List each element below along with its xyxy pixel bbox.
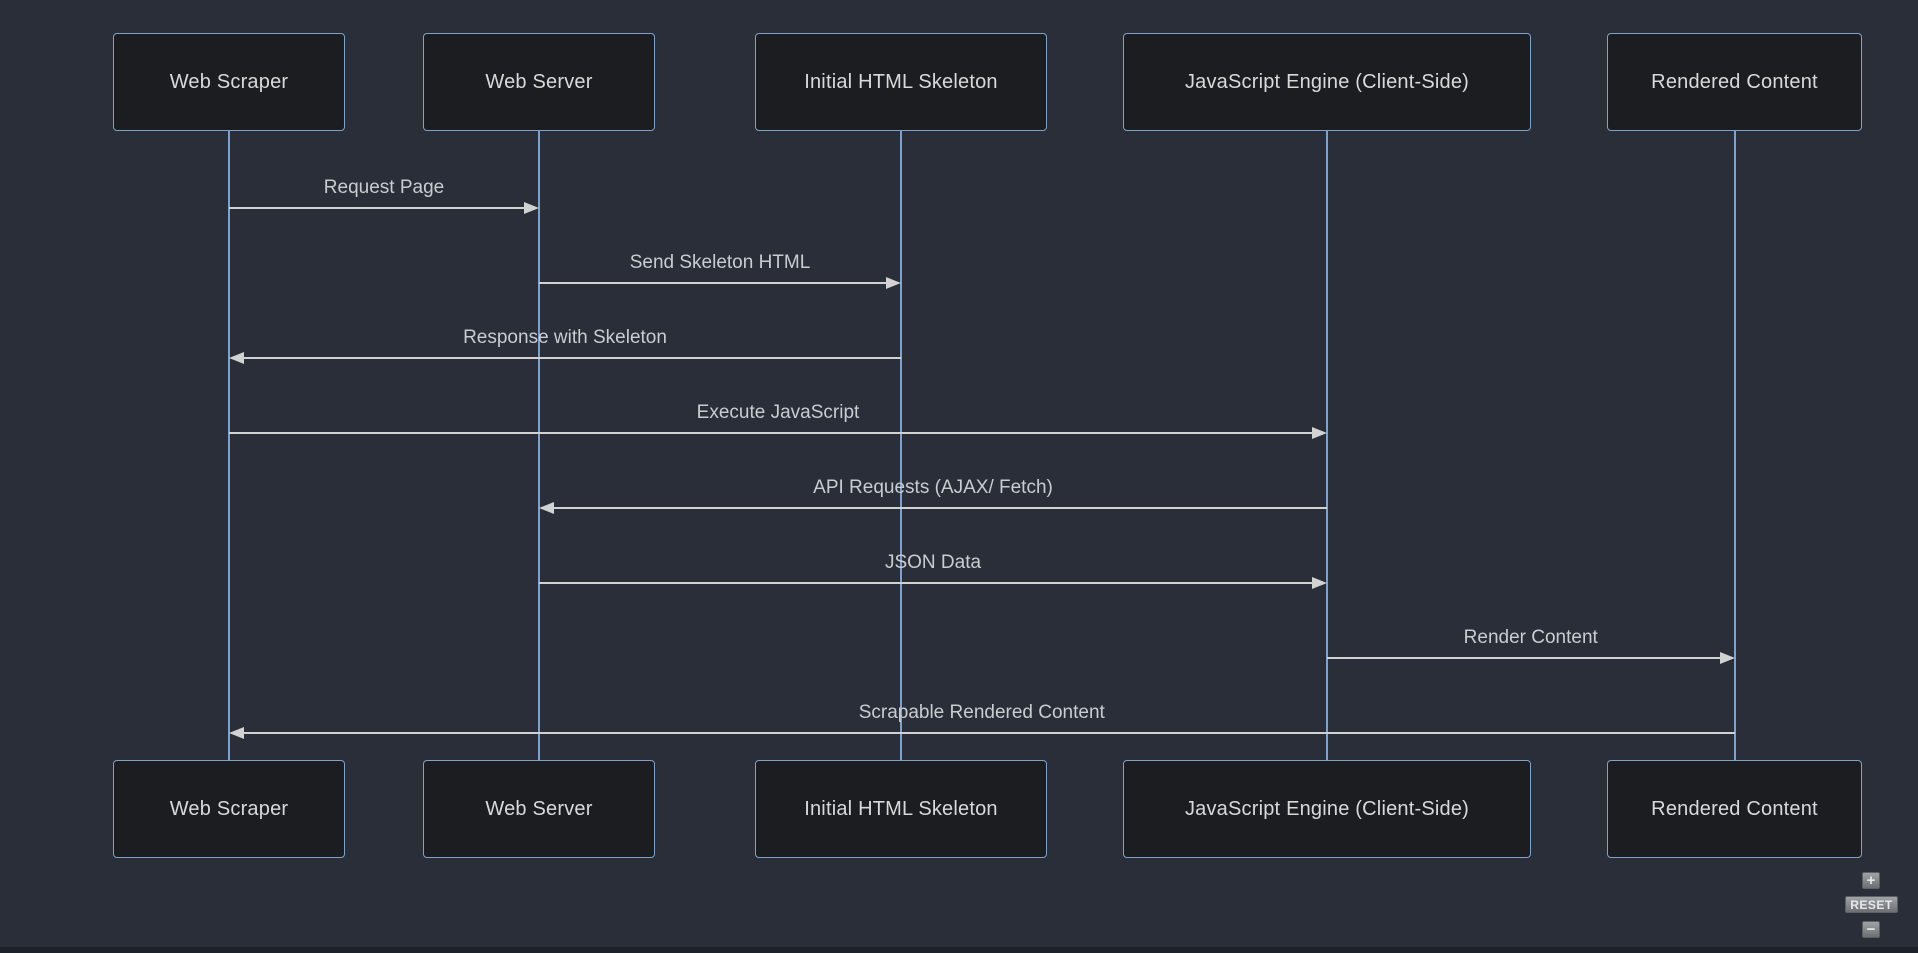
actor-box-skeleton-top: Initial HTML Skeleton [755, 33, 1047, 131]
actor-box-skeleton-bottom: Initial HTML Skeleton [755, 760, 1047, 858]
actor-box-server-bottom: Web Server [423, 760, 655, 858]
arrowhead-icon [1312, 577, 1327, 589]
lifeline-scraper [228, 131, 230, 760]
lifeline-skeleton [900, 131, 902, 760]
arrowhead-icon [524, 202, 539, 214]
zoom-out-button[interactable]: − [1862, 921, 1880, 938]
message-line [229, 207, 526, 209]
message-label: API Requests (AJAX/ Fetch) [813, 477, 1053, 498]
canvas-bottom-edge [0, 947, 1918, 953]
actor-box-engine-top: JavaScript Engine (Client-Side) [1123, 33, 1531, 131]
actor-box-rendered-bottom: Rendered Content [1607, 760, 1862, 858]
actor-label: Rendered Content [1651, 70, 1818, 93]
arrowhead-icon [229, 352, 244, 364]
arrowhead-icon [229, 727, 244, 739]
message-label: JSON Data [884, 552, 982, 573]
message-line [229, 432, 1314, 434]
actor-box-scraper-top: Web Scraper [113, 33, 345, 131]
actor-box-server-top: Web Server [423, 33, 655, 131]
message-label: Render Content [1463, 627, 1598, 648]
message-line [539, 582, 1314, 584]
actor-label: Rendered Content [1651, 797, 1818, 820]
message-line [539, 282, 888, 284]
actor-label: Web Server [485, 797, 593, 820]
message-label: Send Skeleton HTML [629, 252, 811, 273]
actor-label: Web Scraper [169, 797, 289, 820]
message-line [1327, 657, 1722, 659]
arrowhead-icon [539, 502, 554, 514]
reset-zoom-button[interactable]: RESET [1845, 896, 1898, 913]
arrowhead-icon [886, 277, 901, 289]
actor-label: Web Server [485, 70, 593, 93]
actor-box-rendered-top: Rendered Content [1607, 33, 1862, 131]
message-line [242, 357, 901, 359]
arrowhead-icon [1312, 427, 1327, 439]
message-label: Response with Skeleton [463, 327, 667, 348]
actor-label: Initial HTML Skeleton [804, 797, 998, 820]
actor-box-scraper-bottom: Web Scraper [113, 760, 345, 858]
lifeline-server [538, 131, 540, 760]
message-label: Scrapable Rendered Content [858, 702, 1105, 723]
message-label: Request Page [323, 177, 445, 198]
message-line [242, 732, 1735, 734]
actor-label: JavaScript Engine (Client-Side) [1184, 797, 1470, 820]
arrowhead-icon [1719, 652, 1735, 664]
actor-label: Initial HTML Skeleton [804, 70, 998, 93]
message-line [552, 507, 1327, 509]
actor-box-engine-bottom: JavaScript Engine (Client-Side) [1123, 760, 1531, 858]
lifeline-rendered [1733, 131, 1736, 760]
zoom-in-button[interactable]: + [1862, 872, 1880, 889]
actor-label: JavaScript Engine (Client-Side) [1184, 70, 1470, 93]
message-label: Execute JavaScript [696, 402, 860, 423]
actor-label: Web Scraper [169, 70, 289, 93]
lifeline-engine [1326, 131, 1328, 760]
